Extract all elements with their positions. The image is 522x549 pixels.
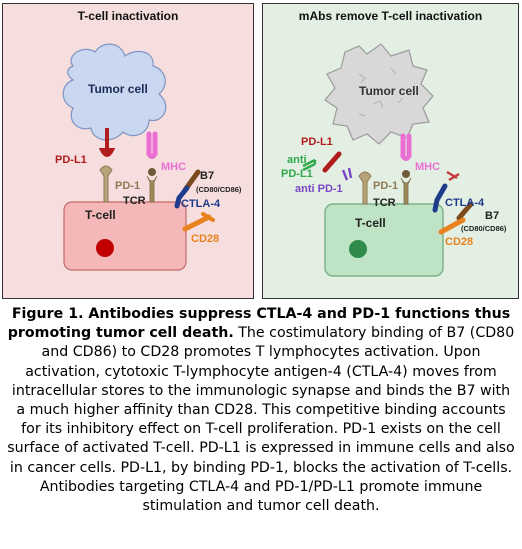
anti-pdl1-label-line2: PD-L1 [281,168,313,180]
t-cell [63,201,187,271]
cd28-label: CD28 [191,233,220,245]
tumor-cell [324,43,434,145]
pdl1-label: PD-L1 [301,136,333,148]
anti-pdl1-label-line1: anti [287,154,307,166]
caption-title: Figure 1. Antibodies suppress CTLA-4 and… [7,306,511,342]
tumor-cell-label: Tumor cell [88,82,148,96]
figure-caption: Figure 1. Antibodies suppress CTLA-4 and… [6,305,516,516]
t-cell-nucleus [349,240,367,258]
t-cell-nucleus [96,239,114,257]
caption-body: The costimulatory binding of B7 (CD80 an… [7,325,515,515]
tumor-cell [62,43,167,141]
cd28-label: CD28 [445,236,474,248]
b7-label: B7 [200,170,215,182]
ctla4-label: CTLA-4 [181,198,221,210]
anti-pdl1-antibody [302,158,317,172]
ctla4-receptor [432,183,448,213]
tumor-cell-label: Tumor cell [359,84,419,98]
panel-title: T-cell inactivation [77,9,179,23]
mhc-label: MHC [415,161,441,173]
cd28-receptor [438,217,466,235]
pd1-label: PD-1 [373,180,399,192]
b7-sub-label: (CD80/CD86) [196,185,242,194]
anti-pd1-label: anti PD-1 [295,183,343,195]
tcr-label: TCR [123,195,146,207]
t-cell [324,203,444,277]
panel-mabs-remove-inactivation: mAbs remove T-cell inactivation Tumor ce… [262,3,519,299]
pd1-receptor [99,165,113,203]
mhc-label: MHC [161,161,187,173]
pdl1-label: PD-L1 [55,154,87,166]
panel-t-cell-inactivation: T-cell inactivation Tumor cell T-cell PD… [2,3,254,299]
b7-sub-label: (CD80/CD86) [461,224,507,233]
pd1-label: PD-1 [115,180,141,192]
pd1-receptor [358,171,372,205]
pdl1-receptor [322,151,342,173]
t-cell-label: T-cell [85,208,116,222]
peptide [402,170,410,178]
b7-ligand [456,201,474,221]
panel-title: mAbs remove T-cell inactivation [298,9,483,23]
ctla4-receptor [174,185,190,209]
anti-pd1-antibody [341,167,353,181]
mhc-molecule [146,131,158,157]
tcr-receptor [400,177,412,205]
left-scene [62,43,215,271]
mhc-molecule [400,133,412,159]
tcr-receptor [146,175,158,203]
cd28-receptor [182,214,212,232]
anti-ctla4-antibody [446,170,460,182]
ctla4-label: CTLA-4 [445,197,485,209]
pdl1-receptor [98,128,116,157]
tcr-label: TCR [373,197,396,209]
right-scene [302,43,474,277]
t-cell-label: T-cell [355,216,386,230]
peptide [148,168,156,176]
b7-label: B7 [485,210,500,222]
